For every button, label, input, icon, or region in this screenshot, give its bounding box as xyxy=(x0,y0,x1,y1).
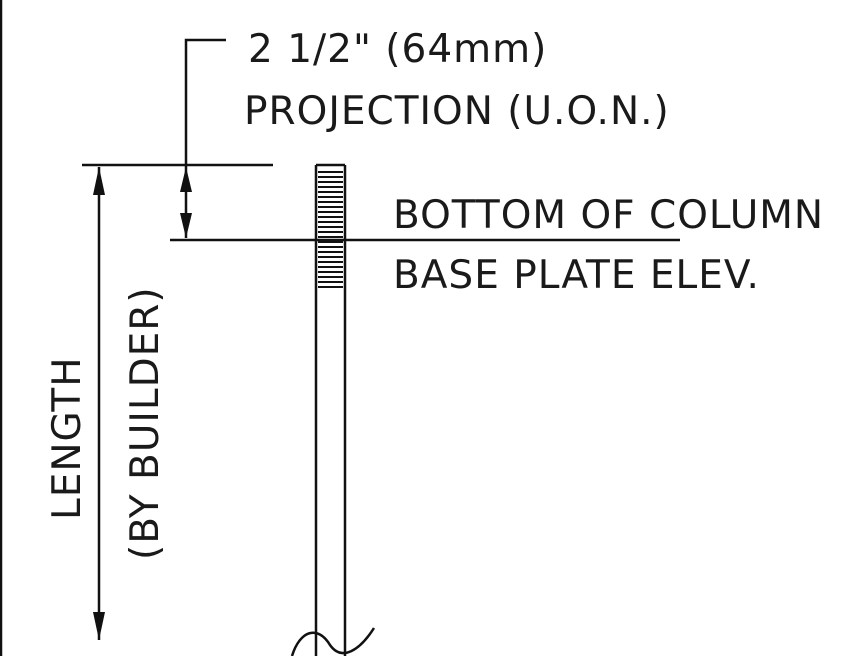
anchor-bolt xyxy=(290,163,376,656)
length-arrow-up-icon xyxy=(93,167,105,195)
bolt-break-line xyxy=(290,627,376,656)
projection-leader-line xyxy=(184,38,226,167)
projection-arrow-up-icon xyxy=(180,167,192,192)
bolt-thread-hatching xyxy=(318,171,343,288)
length-note-label: (BY BUILDER) xyxy=(123,286,168,560)
projection-arrow-down-icon xyxy=(180,213,192,238)
projection-note-text: PROJECTION (U.O.N.) xyxy=(244,89,670,134)
length-arrow-down-icon xyxy=(93,612,105,640)
length-label: LENGTH xyxy=(45,356,90,520)
projection-dimension-text: 2 1/2" (64mm) xyxy=(248,27,547,72)
elevation-label-line2: BASE PLATE ELEV. xyxy=(393,253,760,298)
elevation-label-line1: BOTTOM OF COLUMN xyxy=(393,193,824,238)
